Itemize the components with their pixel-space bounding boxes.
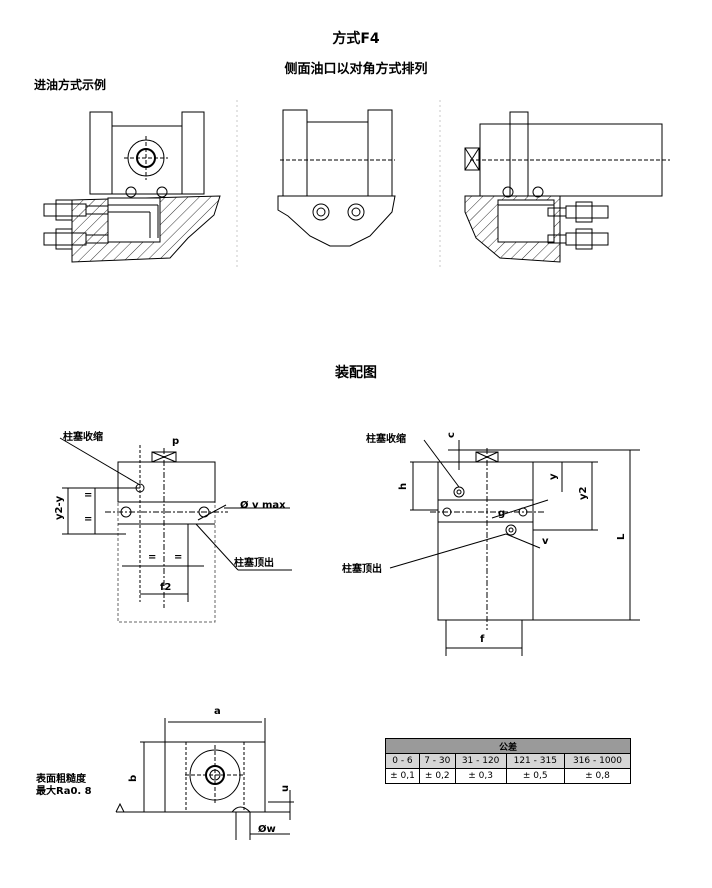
- example-view-middle: [277, 109, 396, 247]
- label-roughness-1: 表面粗糙度: [35, 772, 87, 785]
- label-w: Øw: [258, 823, 276, 835]
- label-h: h: [398, 483, 409, 490]
- label-plunger-extend-right: 柱塞顶出: [342, 562, 382, 575]
- assembly-title: 装配图: [335, 365, 377, 381]
- label-y: y: [548, 473, 559, 480]
- label-g: g: [498, 508, 505, 519]
- mode-title: 方式F4: [332, 31, 380, 47]
- tolerance-value: ± 0,8: [563, 768, 632, 784]
- label-u: u: [280, 785, 291, 792]
- label-plunger-retract-left: 柱塞收缩: [63, 430, 103, 443]
- label-c: c: [446, 432, 457, 438]
- label-roughness-2: 最大Ra0. 8: [36, 784, 92, 797]
- mounting-view: [115, 718, 294, 840]
- label-f2: f2: [160, 582, 171, 593]
- label-plunger-extend-left: 柱塞顶出: [234, 556, 274, 569]
- tolerance-range: 316 - 1000: [563, 753, 632, 769]
- label-a: a: [214, 706, 221, 717]
- tolerance-range: 0 - 6: [385, 753, 420, 769]
- label-eq-v1: =: [84, 490, 92, 501]
- tolerance-value: ± 0,2: [418, 768, 456, 784]
- label-L: L: [616, 533, 627, 540]
- tolerance-value: ± 0,1: [385, 768, 420, 784]
- diagram-subtitle: 侧面油口以对角方式排列: [284, 62, 428, 77]
- assembly-front-view: [59, 437, 292, 623]
- tolerance-range: 121 - 315: [505, 753, 565, 769]
- tolerance-value: ± 0,3: [454, 768, 507, 784]
- tolerance-range: 31 - 120: [454, 753, 507, 769]
- label-eq-v2: =: [84, 514, 92, 525]
- label-eq-h1: =: [148, 552, 156, 563]
- label-plunger-retract-right: 柱塞收缩: [366, 432, 406, 445]
- assembly-side-view: [389, 439, 640, 656]
- tolerance-title: 公差: [385, 738, 631, 754]
- tolerance-value: ± 0,5: [505, 768, 565, 784]
- inlet-example-label: 进油方式示例: [34, 78, 107, 92]
- label-v-max: Ø v max: [240, 499, 286, 511]
- tolerance-table: 公差 0 - 6 7 - 30 31 - 120 121 - 315 316 -…: [385, 738, 632, 784]
- label-p: p: [172, 436, 179, 447]
- label-y2-y: y2-y: [54, 495, 65, 520]
- tolerance-range: 7 - 30: [418, 753, 456, 769]
- label-eq-h2: =: [174, 552, 182, 563]
- label-v: v: [542, 536, 549, 547]
- label-b: b: [128, 775, 139, 782]
- example-view-left: [43, 111, 221, 263]
- label-f: f: [480, 634, 485, 645]
- label-y2: y2: [578, 486, 589, 500]
- example-view-right: [464, 111, 670, 263]
